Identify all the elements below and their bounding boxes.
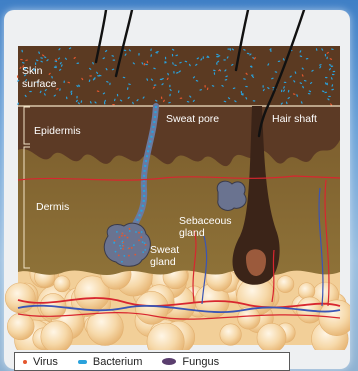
microbe-speck [121,233,123,235]
microbe-speck [124,235,126,237]
fat-cell [41,321,73,350]
microbe-speck [138,232,140,234]
microbe-speck [133,244,135,246]
microbe-speck [118,254,120,256]
label-dermis: Dermis [36,201,69,213]
microbe-speck [123,245,125,247]
legend-label-fungus: Fungus [182,356,219,368]
microbe-speck [134,254,136,256]
bacterium-speck [138,53,139,56]
label-sebaceous-gland-line2: gland [179,227,205,239]
bacterium-speck [204,85,205,88]
microbe-speck [138,239,140,241]
microbe-speck [120,247,122,249]
microbe-speck [128,247,130,249]
sebaceous-gland [217,181,246,210]
virus-dot-icon [23,360,27,364]
microbe-speck [121,261,123,263]
microbe-speck [119,245,121,247]
microbe-speck [115,251,117,253]
microbe-speck [114,240,116,242]
microbe-speck [121,235,123,237]
bacterium-speck [227,48,230,49]
bacterium-rod-icon [78,360,87,364]
bacterium-speck [76,96,77,99]
fat-cell [298,283,315,300]
label-sweat-gland-line2: gland [150,256,176,268]
microbe-speck [144,242,146,244]
microbe-speck [129,230,131,232]
bacterium-speck [89,75,92,76]
bacterium-speck [113,60,116,61]
microbe-speck [135,231,137,233]
microbe-speck [128,255,130,257]
microbe-speck [142,251,144,253]
label-skin-surface-line2: surface [22,78,57,90]
label-sebaceous-gland-line1: Sebaceous [179,215,232,227]
bacterium-speck [230,48,231,51]
bacterium-speck [160,79,163,80]
legend-label-bacterium: Bacterium [93,356,143,368]
microbe-speck [119,236,121,238]
fat-cell [277,276,294,293]
label-sweat-gland-line1: Sweat [150,244,179,256]
label-skin-surface-line1: Skin [22,65,43,77]
bacterium-speck [281,90,282,93]
microbe-speck [142,241,144,243]
bacterium-speck [332,74,335,75]
bacterium-speck [145,64,148,65]
fungus-oval-icon [162,358,176,365]
fat-cell [257,323,286,350]
microbe-speck [116,231,118,233]
bacterium-speck [169,85,170,88]
bacterium-speck [263,85,264,88]
bacterium-speck [223,59,226,60]
fat-cell [220,324,242,346]
microbe-speck [123,255,125,257]
microbe-speck [140,236,142,238]
bacterium-speck [29,91,32,92]
bacterium-speck [112,104,115,105]
bacterium-speck [216,56,219,57]
fat-cell [7,313,34,340]
bacterium-speck [165,57,166,60]
legend-label-virus: Virus [33,356,58,368]
microbe-speck [144,249,146,251]
microbe-speck [141,231,143,233]
microbe-speck [122,248,124,250]
microbe-speck [121,240,123,242]
diagram-card: Skin surface Epidermis Sweat pore Hair s… [4,10,350,369]
legend-item-bacterium: Bacterium [78,356,143,368]
bacterium-speck [203,56,204,59]
microbe-speck [129,228,131,230]
bacterium-speck [327,83,328,86]
label-sweat-pore: Sweat pore [166,113,219,125]
label-hair-shaft: Hair shaft [272,113,317,125]
label-epidermis: Epidermis [34,125,81,137]
legend-item-virus: Virus [23,356,58,368]
bacterium-speck [328,96,331,97]
legend: Virus Bacterium Fungus [14,352,290,371]
skin-cross-section-diagram: Skin surface Epidermis Sweat pore Hair s… [4,10,350,350]
bacterium-speck [325,54,326,57]
fat-cell [135,291,168,324]
microbe-speck [113,242,115,244]
fat-cell [54,276,70,292]
legend-item-fungus: Fungus [162,356,219,368]
microbe-speck [131,247,133,249]
microbe-speck [127,237,129,239]
